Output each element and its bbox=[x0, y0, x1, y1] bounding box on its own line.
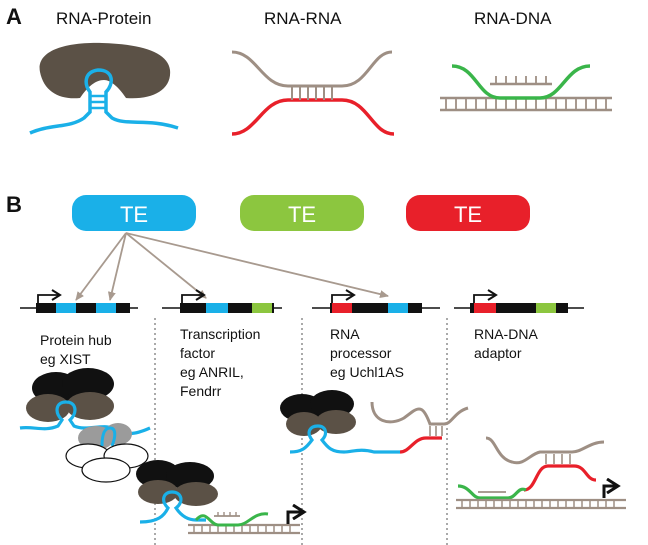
caption-rd-line-2: adaptor bbox=[474, 345, 522, 361]
caption-rd-line-1: RNA-DNA bbox=[474, 326, 538, 342]
rna-strand-green bbox=[451, 64, 591, 100]
caption-rp-line-1: RNA bbox=[330, 326, 360, 342]
te-box-red-label: TE bbox=[454, 202, 482, 227]
rna-stem-loop bbox=[29, 68, 179, 135]
transcription-factor-illustration bbox=[136, 460, 302, 535]
gene-model-2 bbox=[162, 289, 282, 313]
caption-tf-line-3: eg ANRIL, bbox=[180, 364, 244, 380]
caption-transcription-factor: Transcription factor eg ANRIL, Fendrr bbox=[180, 326, 264, 399]
header-rna-protein: RNA-Protein bbox=[56, 9, 151, 28]
panel-a-letter: A bbox=[6, 4, 22, 29]
rna-dna-adaptor-illustration bbox=[456, 436, 626, 510]
header-rna-rna: RNA-RNA bbox=[264, 9, 342, 28]
gene-model-3 bbox=[312, 289, 440, 313]
te-box-blue-label: TE bbox=[120, 202, 148, 227]
protein-hub-illustration bbox=[19, 368, 151, 483]
caption-rna-processor: RNA processor eg Uchl1AS bbox=[330, 326, 404, 380]
gene-model-4 bbox=[454, 289, 584, 313]
caption-rp-line-2: processor bbox=[330, 345, 392, 361]
header-rna-dna: RNA-DNA bbox=[474, 9, 552, 28]
te-box-red: TE bbox=[406, 195, 530, 231]
rna-processor-illustration bbox=[280, 390, 469, 454]
caption-rna-dna-adaptor: RNA-DNA adaptor bbox=[474, 326, 541, 361]
te-box-green-label: TE bbox=[288, 202, 316, 227]
te-box-green: TE bbox=[240, 195, 364, 231]
rna-strand-tan bbox=[231, 50, 393, 88]
caption-tf-line-1: Transcription bbox=[180, 326, 260, 342]
te-box-blue: TE bbox=[72, 195, 196, 231]
caption-protein-hub-line-1: Protein hub bbox=[40, 332, 112, 348]
caption-protein-hub: Protein hub eg XIST bbox=[40, 332, 116, 367]
te-insertion-arrows bbox=[75, 232, 389, 301]
rna-rna-illustration bbox=[231, 50, 395, 136]
gene-model-1 bbox=[20, 289, 138, 313]
rna-dna-illustration bbox=[440, 64, 612, 112]
rna-protein-illustration bbox=[29, 42, 179, 135]
caption-tf-line-2: factor bbox=[180, 345, 215, 361]
caption-tf-line-4: Fendrr bbox=[180, 383, 222, 399]
caption-rp-line-3: eg Uchl1AS bbox=[330, 364, 404, 380]
rna-strand-red bbox=[231, 98, 395, 136]
caption-protein-hub-line-2: eg XIST bbox=[40, 351, 91, 367]
panel-b-letter: B bbox=[6, 192, 22, 217]
